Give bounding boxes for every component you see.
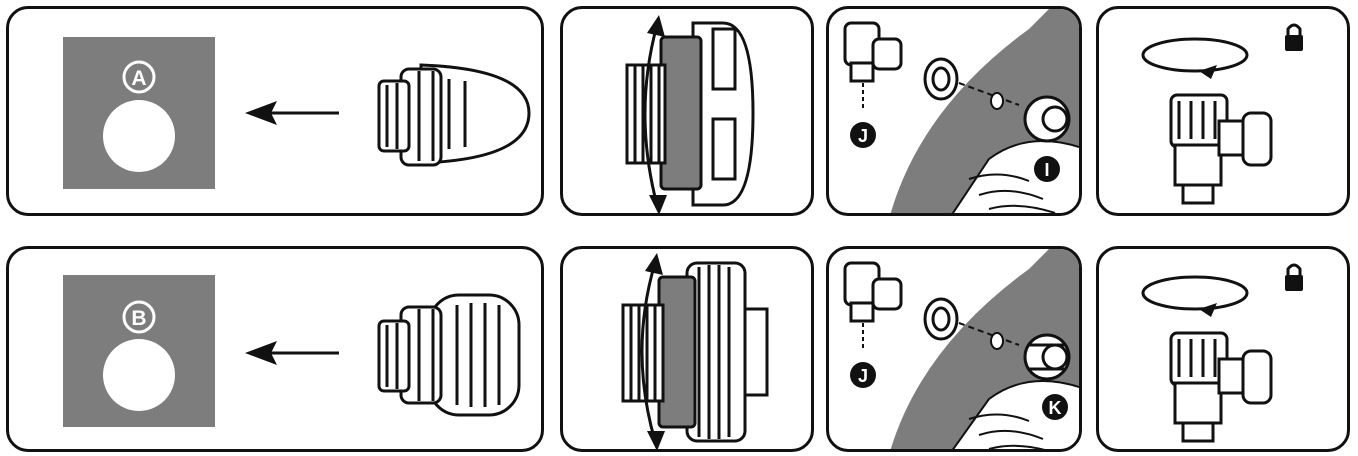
connect-hose-b-diagram: J K (843, 249, 1079, 449)
step-panel-a-connect: J I (826, 6, 1082, 216)
step-panel-a-lock (1096, 6, 1350, 216)
step-panel-b-rotate (560, 246, 814, 452)
lock-icon (1285, 263, 1303, 291)
rotate-arrow-icon (1141, 37, 1249, 79)
strainer-side-view-b (621, 261, 769, 443)
o-ring-b (990, 332, 1004, 350)
label-badge-k (1042, 394, 1068, 420)
left-arrow-icon (245, 341, 339, 365)
strainer-fitting-a (377, 63, 531, 167)
label-letter-a: A (131, 67, 146, 90)
label-letter-i: I (1044, 160, 1049, 180)
insert-fitting-a-diagram: A (63, 37, 531, 189)
label-letter-k: K (1049, 398, 1062, 418)
valve-assembly-a (843, 21, 903, 83)
o-ring-a (990, 92, 1004, 110)
wall-hole-b (103, 339, 175, 411)
step-panel-b-lock (1096, 246, 1350, 452)
rotate-arrow-icon (640, 253, 665, 449)
left-arrow-icon (245, 101, 339, 125)
valve-assembly-b (843, 261, 903, 323)
step-panel-a-insert: A (6, 6, 544, 216)
fitting-i-part (1023, 95, 1071, 143)
rotate-arrow-icon (643, 15, 667, 213)
fitting-k-part (1023, 333, 1071, 381)
strainer-fitting-b (377, 293, 521, 417)
label-letter-b: B (131, 307, 146, 330)
tighten-fitting-a-diagram (625, 15, 755, 213)
label-badge-b (122, 300, 156, 334)
insert-fitting-b-diagram: B (63, 275, 521, 427)
connect-hose-a-diagram: J I (843, 9, 1079, 213)
lock-icon (1285, 23, 1303, 51)
step-panel-a-rotate (560, 6, 814, 216)
washer-ring-a (923, 57, 959, 101)
wall-hole-a (103, 100, 175, 172)
label-badge-j-a (850, 122, 876, 148)
step-panel-b-insert: B (6, 246, 544, 452)
label-letter-j-b: J (858, 366, 868, 386)
label-badge-i (1034, 156, 1060, 182)
rotate-arrow-icon (1141, 275, 1249, 317)
lock-valve-a-diagram (1141, 23, 1303, 205)
label-letter-j-a: J (858, 126, 868, 146)
label-badge-j-b (850, 362, 876, 388)
tighten-fitting-b-diagram (621, 253, 769, 449)
drain-valve-b (1169, 331, 1273, 443)
step-panel-b-connect: J K (826, 246, 1082, 452)
drain-valve-a (1169, 93, 1273, 205)
lock-valve-b-diagram (1141, 263, 1303, 443)
washer-ring-b (923, 297, 959, 341)
label-badge-a (122, 60, 156, 94)
